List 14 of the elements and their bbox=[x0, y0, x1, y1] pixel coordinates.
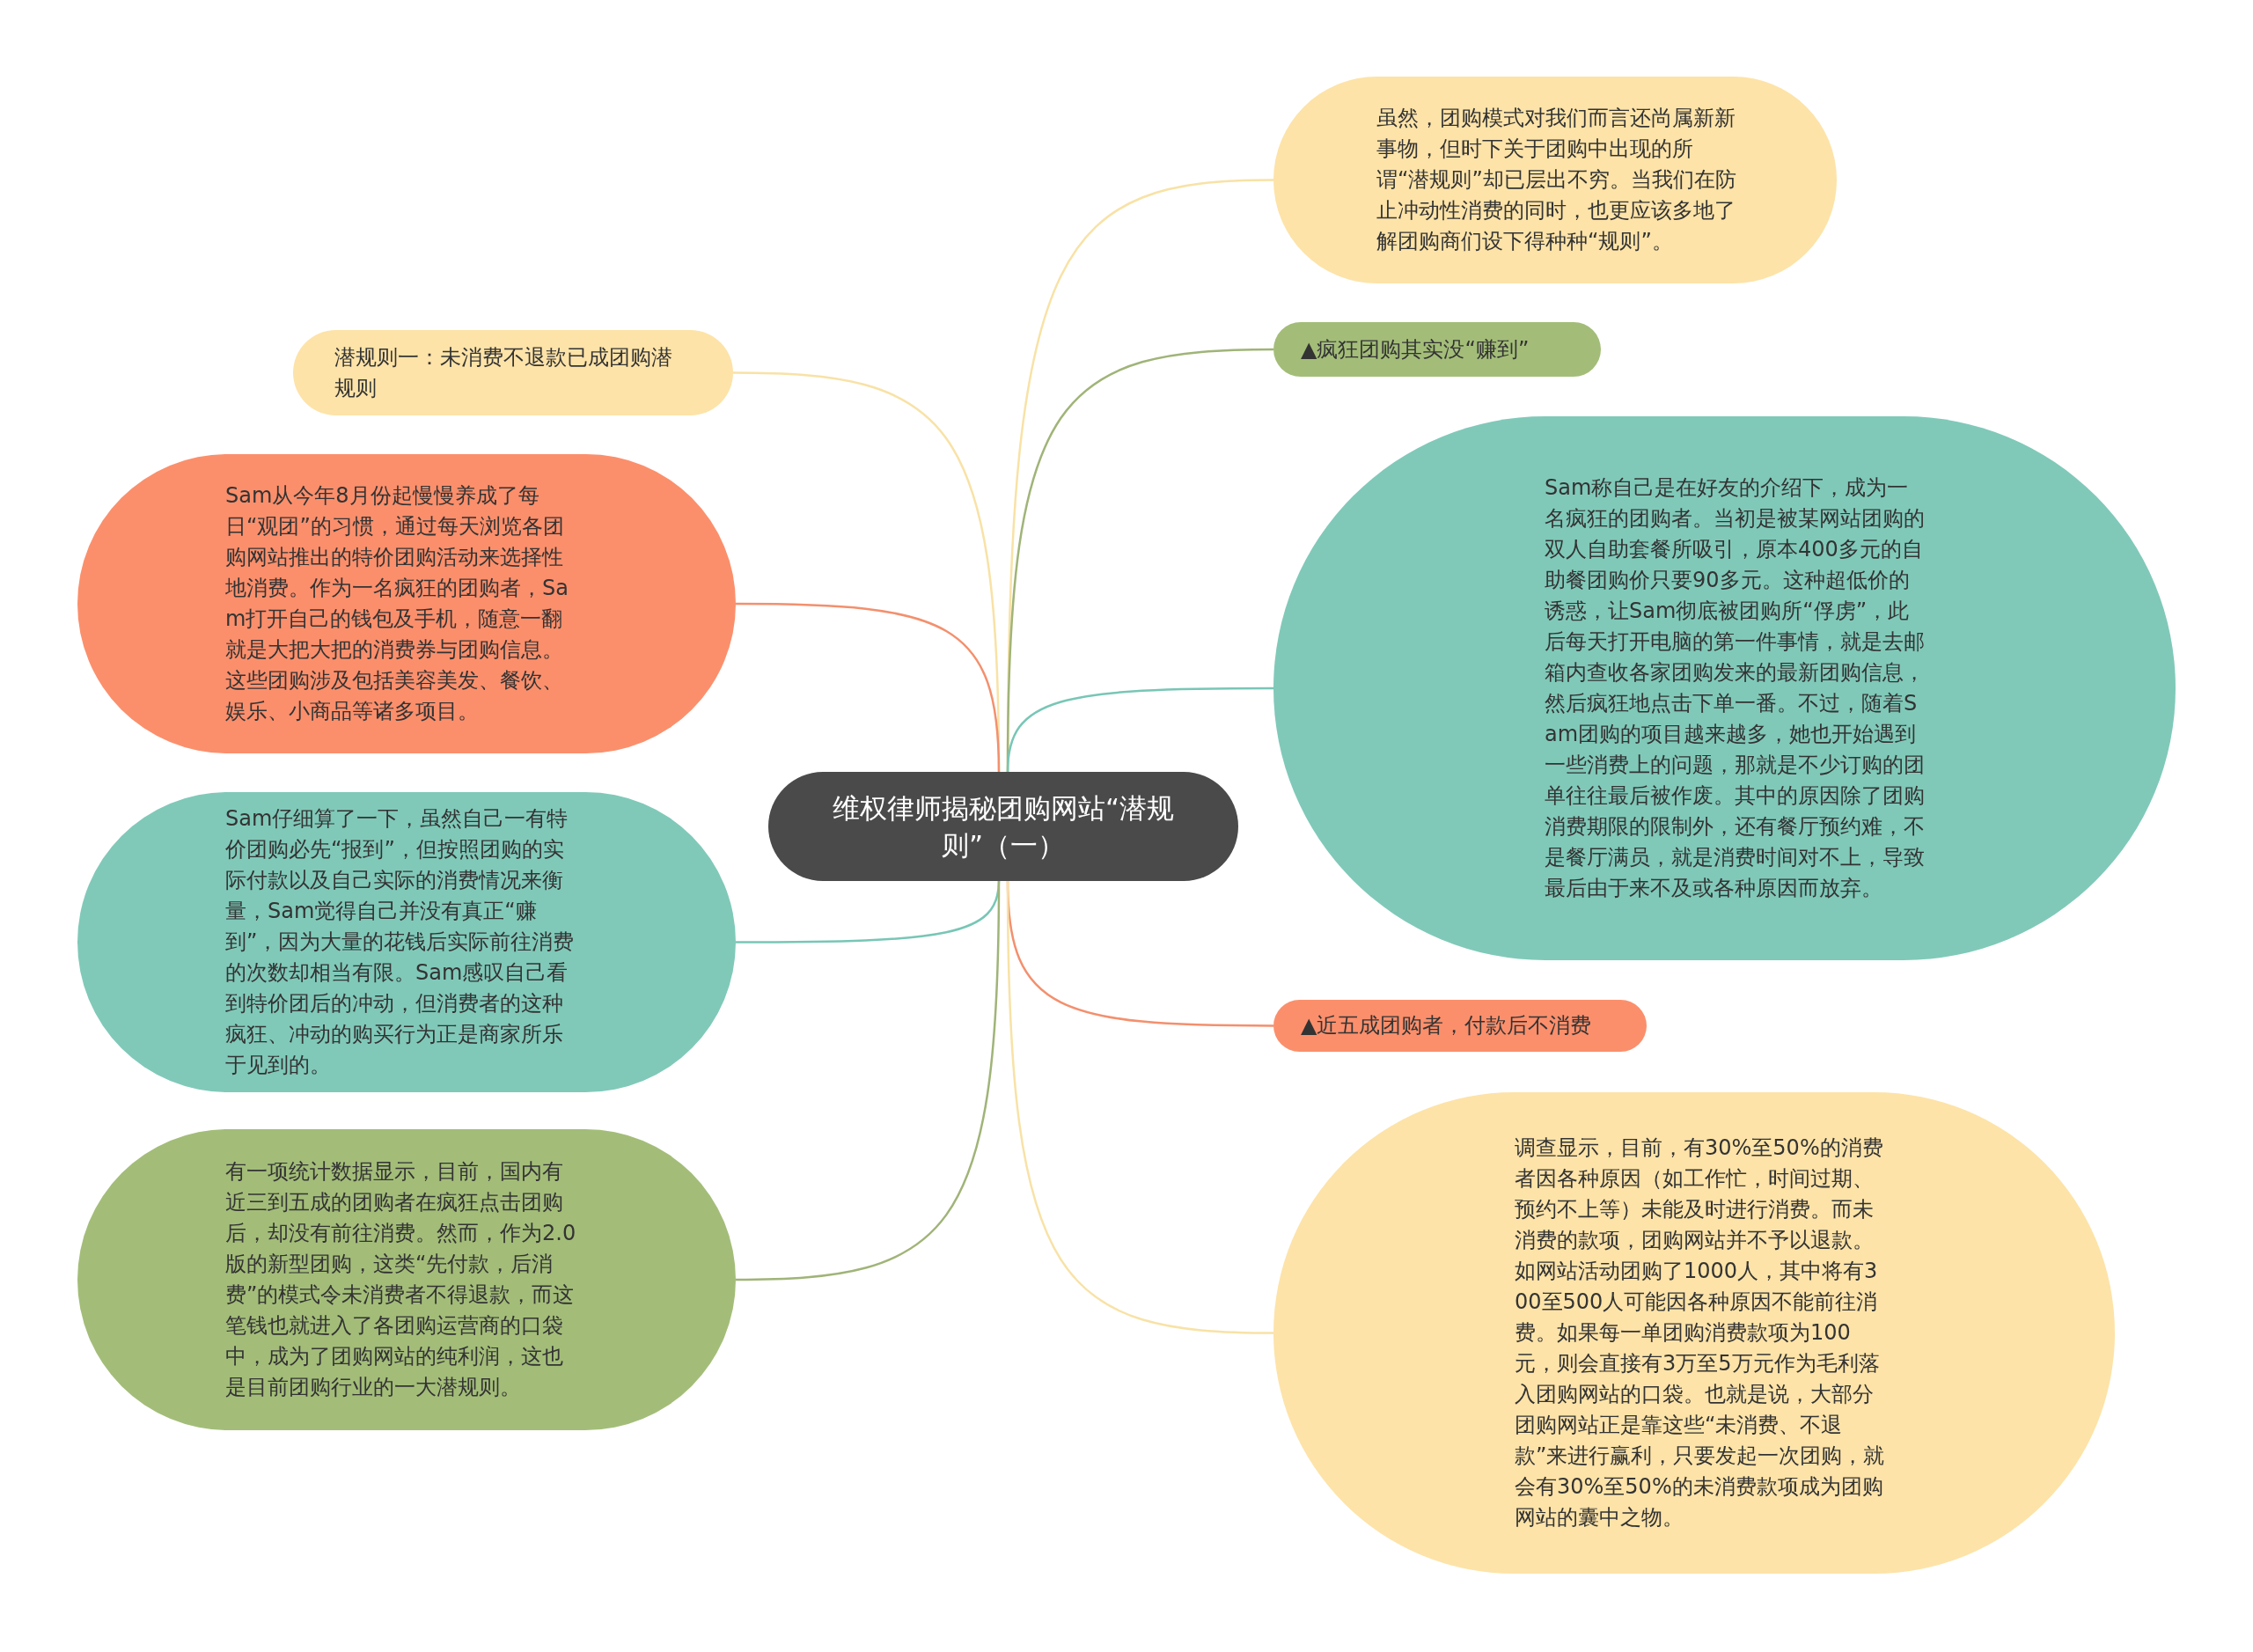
node-text: Sam称自己是在好友的介绍下，成为一名疯狂的团购者。当初是被某网站团购的双人自助套餐所吸引，原本400多元的自助餐团购价只要90多元。这种超低价的诱惑，让Sam彻底被团购所“俘虏”，此后每天打开电脑的第一件事情，就是去邮箱内查收各家团购发来的最新团购信息，然后疯狂地点击下单一番。不过，随着Sam团购的项目越来越多，她也开始遇到一些消费上的问题，那就是不少订购的团单往往最后被作废。其中的原因除了团购消费期限的限制外，还有餐厅预约难，不是餐厅满员，就是消费时间对不上，导致最后由于来不及或各种原因而放弃。 bbox=[1545, 474, 1926, 902]
node-text: 潜规则一：未消费不退款已成团购潜规则 bbox=[334, 343, 673, 402]
node-text: ▲近五成团购者，付款后不消费 bbox=[1301, 1012, 1593, 1039]
node-text: 调查显示，目前，有30%至50%的消费者因各种原因（如工作忙，时间过期、预约不上等）未能及时进行消费。而未消费的款项，团购网站并不予以退款。如网站活动团购了1000人，其中将有300至500人可能因各种原因不能前往消费。如果每一单团购消费款项为100元，则会直接有3万至5万元作为毛利落入团购网站的口袋。也就是说，大部分团购网站正是靠这些“未消费、不退款”来进行赢利，只要发起一次团购，就会有30%至50%的未消费款项成为团购网站的囊中之物。 bbox=[1515, 1134, 1886, 1531]
node-text: 虽然，团购模式对我们而言还尚属新新事物，但时下关于团购中出现的所谓“潜规则”却已层出不穷。当我们在防止冲动性消费的同时，也更应该多地了解团购商们设下得种种“规则”。 bbox=[1376, 105, 1737, 255]
topic-title: 维权律师揭秘团购网站“潜规则”（一） bbox=[831, 791, 1176, 863]
node-text: Sam从今年8月份起慢慢养成了每日“观团”的习惯，通过每天浏览各团购网站推出的特价团购活动来选择性地消费。作为一名疯狂的团购者，Sam打开自己的钱包及手机，随意一翻就是大把大把的消费券与团购信息。这些团购涉及包括美容美发、餐饮、娱乐、小商品等诸多项目。 bbox=[225, 482, 569, 725]
node-text: ▲疯狂团购其实没“赚到” bbox=[1301, 335, 1530, 363]
node-text: Sam仔细算了一下，虽然自己一有特价团购必先“报到”，但按照团购的实际付款以及自己实际的消费情况来衡量，Sam觉得自己并没有真正“赚到”，因为大量的花钱后实际前往消费的次数却相当有限。Sam感叹自己看到特价团后的冲动，但消费者的这种疯狂、冲动的购买行为正是商家所乐于见到的。 bbox=[225, 805, 576, 1079]
connector-line bbox=[735, 881, 1001, 1281]
connector-line bbox=[1006, 686, 1273, 773]
node-text: 有一项统计数据显示，目前，国内有近三到五成的团购者在疯狂点击团购后，却没有前往消费。然而，作为2.0版的新型团购，这类“先付款，后消费”的模式令未消费者不得退款，而这笔钱也就进入了各团购运营商的口袋中，成为了团购网站的纯利润，这也是目前团购行业的一大潜规则。 bbox=[225, 1158, 577, 1401]
connector-line bbox=[1006, 881, 1274, 1334]
connector-line bbox=[736, 602, 1001, 773]
